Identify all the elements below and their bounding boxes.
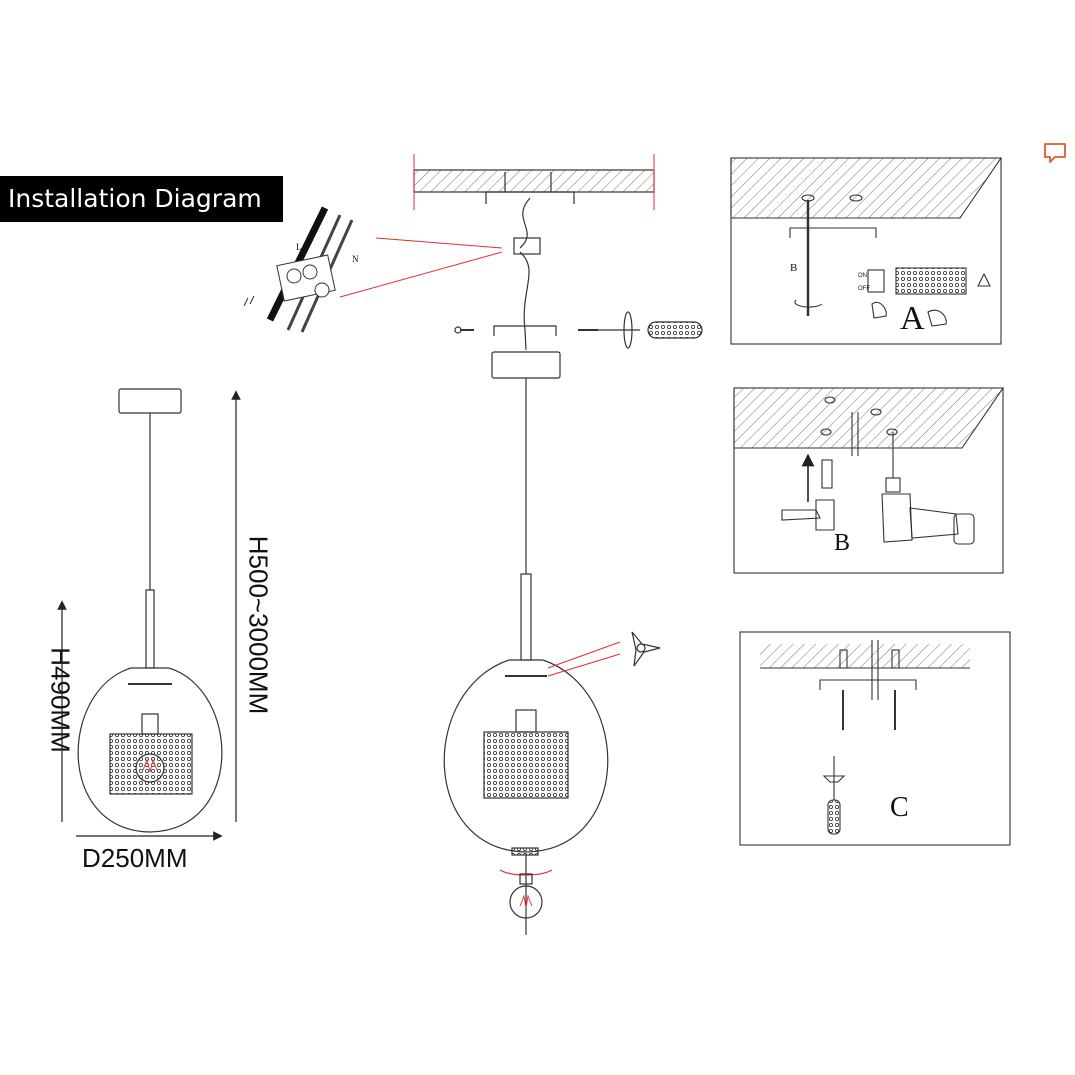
- step-b-panel: [733, 387, 1005, 574]
- terminal-block: [513, 237, 541, 255]
- center-rod: [520, 573, 532, 661]
- screwdriver-c-icon: [822, 756, 846, 835]
- glass-shade: [77, 667, 223, 833]
- step-a-label: A: [900, 300, 925, 337]
- warning-icon: [977, 272, 991, 287]
- svg-text:OFF: OFF: [858, 286, 870, 292]
- svg-text:L: L: [296, 242, 302, 252]
- comment-icon[interactable]: [1042, 140, 1068, 166]
- svg-text:ON: ON: [858, 273, 867, 279]
- step-c-label: C: [890, 792, 909, 823]
- bulb: [135, 753, 165, 783]
- breaker-panel: [895, 267, 967, 295]
- exploded-installation-view: [413, 154, 703, 935]
- bracket-c: [819, 679, 917, 690]
- diameter-label: D250MM: [82, 843, 188, 873]
- rod-sleeve: [145, 589, 155, 669]
- wing-nut-icon: [631, 631, 661, 667]
- mounting-bracket: [485, 191, 575, 204]
- lamp-socket: [141, 713, 159, 735]
- screwdriver-icon: [598, 311, 703, 349]
- step-c-panel: [739, 631, 1011, 846]
- center-mesh-cage: [483, 731, 569, 799]
- wall-plug: [821, 459, 833, 489]
- ceiling-section: [413, 169, 655, 193]
- step-b-label: B: [834, 530, 851, 556]
- drill-bit-label: B: [790, 262, 798, 274]
- svg-text:N: N: [352, 254, 359, 264]
- pendant-dimension-view: [57, 388, 241, 841]
- step-a-panel: ON OFF: [730, 157, 1003, 345]
- light-bulb-icon: [509, 873, 543, 919]
- wiring-terminal-detail: L N: [243, 206, 359, 333]
- center-socket: [515, 709, 537, 733]
- canopy: [118, 388, 182, 414]
- canopy-center: [491, 351, 561, 379]
- diagram-title: Installation Diagram: [0, 176, 283, 222]
- mesh-cage: [109, 733, 193, 795]
- hammer-drill-icon: [781, 432, 975, 545]
